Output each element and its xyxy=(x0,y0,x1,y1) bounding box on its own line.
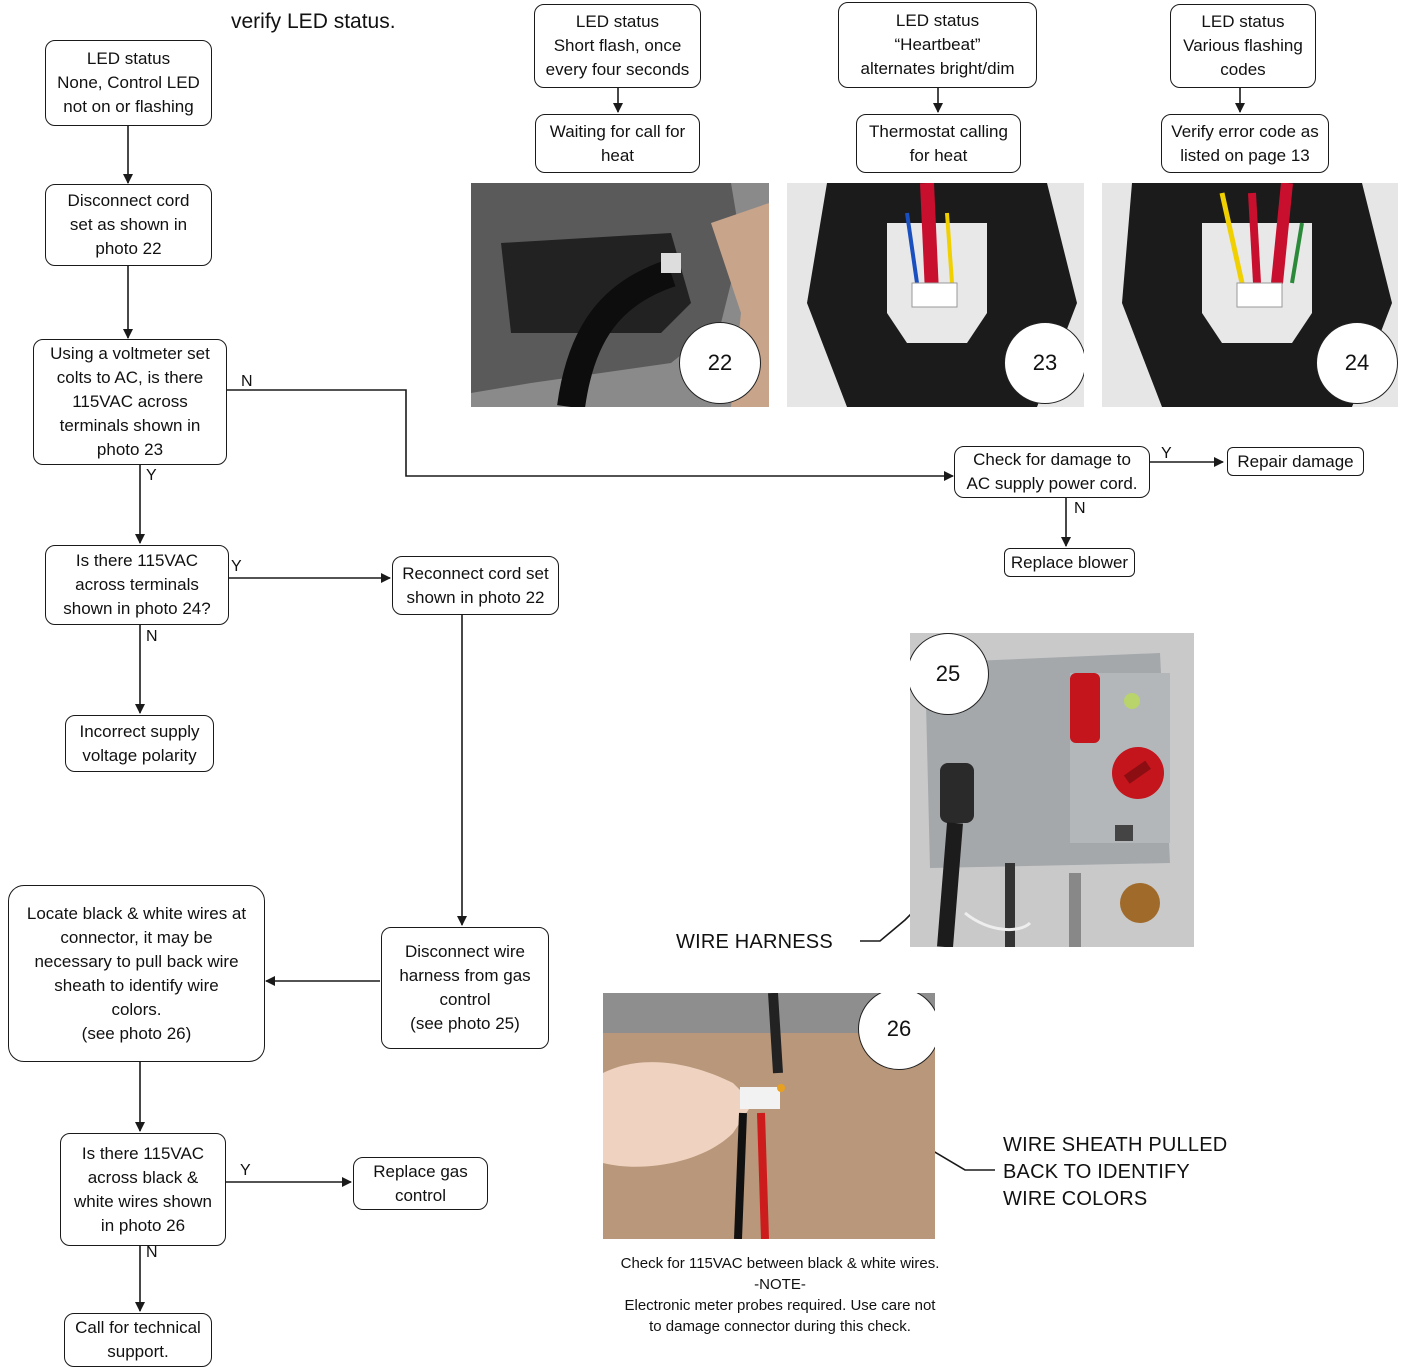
label-blackwhite-no: N xyxy=(146,1244,158,1261)
photo-26-image xyxy=(603,993,935,1239)
label-damage-yes: Y xyxy=(1161,445,1172,462)
box-replace-gas-control: Replace gas control xyxy=(353,1157,488,1210)
box-check-black-white: Is there 115VAC across black & white wir… xyxy=(60,1133,226,1246)
label-photo24-no: N xyxy=(146,628,158,645)
box-led-various: LED status Various flashing codes xyxy=(1170,4,1316,88)
photo-25: 25 xyxy=(910,633,1194,947)
box-locate-wires: Locate black & white wires at connector,… xyxy=(8,885,265,1062)
photo-22-image xyxy=(471,183,769,407)
photo-26: 26 xyxy=(603,993,935,1239)
label-voltmeter-no: N xyxy=(241,373,253,390)
note-115vac-check: Check for 115VAC between black & white w… xyxy=(620,1255,940,1335)
intro-text: verify LED status. xyxy=(231,10,396,33)
box-replace-blower: Replace blower xyxy=(1004,548,1135,577)
caption-wire-sheath: WIRE SHEATH PULLED BACK TO IDENTIFY WIRE… xyxy=(1003,1134,1228,1210)
box-waiting-call: Waiting for call for heat xyxy=(535,114,700,173)
box-thermostat-calling: Thermostat calling for heat xyxy=(856,114,1021,173)
label-voltmeter-yes: Y xyxy=(146,467,157,484)
box-incorrect-polarity: Incorrect supply voltage polarity xyxy=(65,715,214,772)
box-disconnect-harness: Disconnect wire harness from gas control… xyxy=(381,927,549,1049)
box-check-photo24: Is there 115VAC across terminals shown i… xyxy=(45,545,229,625)
arrow-voltmeter-no-to-damage xyxy=(227,389,954,481)
box-disconnect-cord: Disconnect cord set as shown in photo 22 xyxy=(45,184,212,266)
photo-22-number: 22 xyxy=(679,322,761,404)
label-photo24-yes: Y xyxy=(231,558,242,575)
box-led-heartbeat: LED status “Heartbeat” alternates bright… xyxy=(838,2,1037,88)
box-reconnect-cord: Reconnect cord set shown in photo 22 xyxy=(392,556,559,615)
caption-wire-harness: WIRE HARNESS xyxy=(676,931,833,953)
label-damage-no: N xyxy=(1074,500,1086,517)
box-call-support: Call for technical support. xyxy=(64,1313,212,1367)
photo-26-number: 26 xyxy=(858,993,935,1070)
photo-23: 23 xyxy=(787,183,1084,407)
box-led-short-flash: LED status Short flash, once every four … xyxy=(534,4,701,88)
photo-23-number: 23 xyxy=(1004,322,1084,404)
photo-25-number: 25 xyxy=(910,633,989,715)
box-verify-error: Verify error code as listed on page 13 xyxy=(1161,114,1329,173)
label-blackwhite-yes: Y xyxy=(240,1162,251,1179)
box-repair-damage: Repair damage xyxy=(1227,447,1364,476)
photo-24: 24 xyxy=(1102,183,1398,407)
photo-22: 22 xyxy=(471,183,769,407)
box-check-damage: Check for damage to AC supply power cord… xyxy=(954,446,1150,498)
photo-24-number: 24 xyxy=(1316,322,1398,404)
box-led-none: LED status None, Control LED not on or f… xyxy=(45,40,212,126)
box-voltmeter-check: Using a voltmeter set colts to AC, is th… xyxy=(33,339,227,465)
